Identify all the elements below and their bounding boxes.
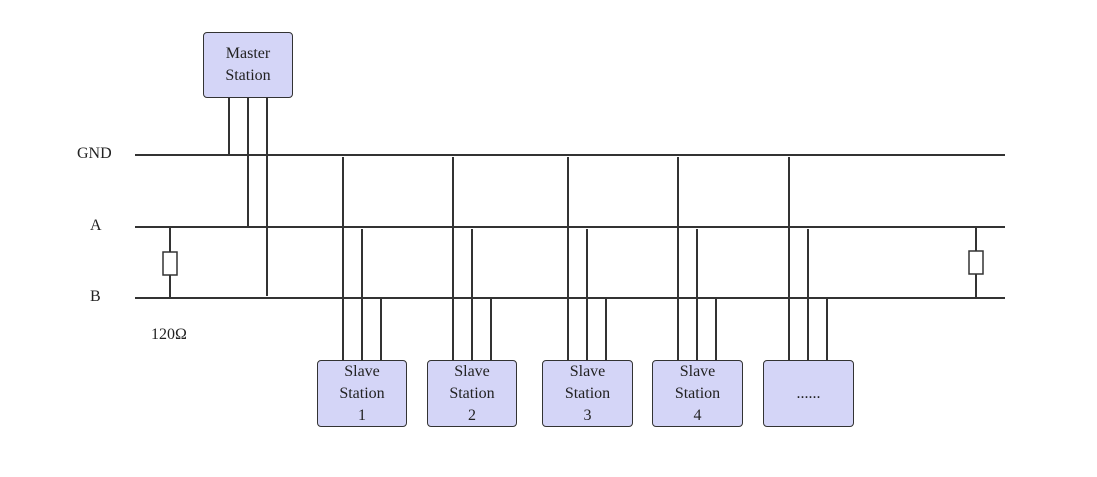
master-station-box: Master Station [203, 32, 293, 98]
slave-station-2-line1: Slave [454, 362, 490, 380]
slave-station-1-line1: Slave [344, 362, 380, 380]
slave-station-4-line2: Station [674, 384, 721, 402]
slave-station-2-number: 2 [468, 406, 476, 424]
slave-station-4-line1: Slave [679, 362, 716, 380]
slave-station-1-number: 1 [358, 406, 366, 424]
slave-station-1-line2: Station [339, 384, 385, 402]
master-station-line1: Master [225, 45, 271, 62]
resistor-value-label: 120Ω [151, 326, 187, 343]
more-slave-stations-box: ...... [763, 360, 854, 427]
left-termination-resistor [162, 227, 178, 298]
b-label: B [90, 288, 101, 305]
more-slave-stations-ellipsis: ...... [796, 384, 821, 402]
slave-station-2-box: Slave Station 2 [427, 360, 517, 427]
slave-station-3-line1: Slave [569, 362, 606, 380]
slave-station-3-number: 3 [583, 406, 592, 424]
master-station-line2: Station [225, 67, 271, 84]
right-termination-resistor [968, 227, 984, 298]
slave-station-4-number: 4 [693, 406, 702, 424]
gnd-label: GND [77, 145, 112, 162]
slave-station-2-line2: Station [449, 384, 495, 402]
slave-station-1-box: Slave Station 1 [317, 360, 407, 427]
slave-station-3-line2: Station [564, 384, 611, 402]
slave-station-4-box: Slave Station 4 [652, 360, 743, 427]
slave-station-3-box: Slave Station 3 [542, 360, 633, 427]
a-label: A [90, 217, 102, 234]
